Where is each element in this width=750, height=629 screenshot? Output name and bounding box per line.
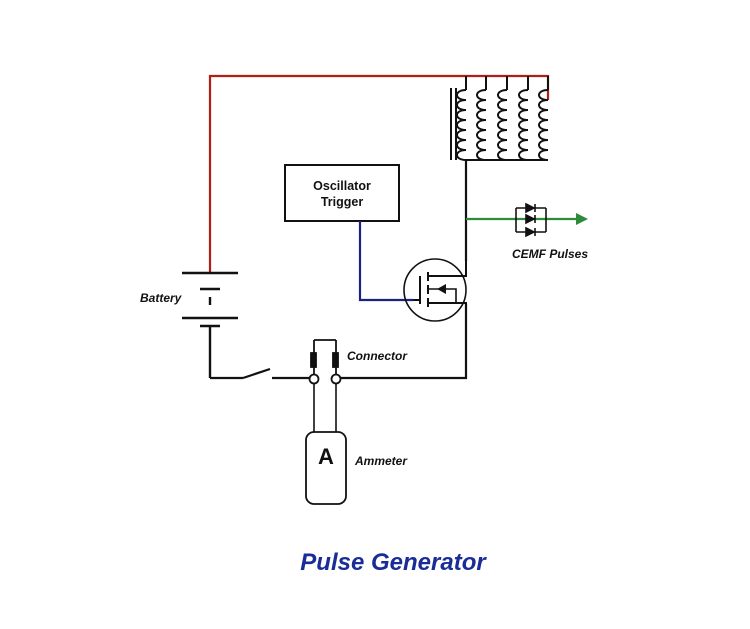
ammeter-icon: A xyxy=(305,431,347,505)
ammeter-leads xyxy=(313,384,337,432)
page-title: Pulse Generator xyxy=(300,549,487,576)
coil-icon xyxy=(450,76,549,161)
oscillator-label-line1: Oscillator xyxy=(313,179,371,193)
arrow-icon xyxy=(576,213,588,225)
cemf-output-wire xyxy=(466,213,588,225)
cemf-pulses-label: CEMF Pulses xyxy=(512,247,588,261)
trigger-wire xyxy=(358,221,413,302)
source-wire xyxy=(340,304,468,380)
ammeter-label: Ammeter xyxy=(354,454,408,468)
connector-label: Connector xyxy=(347,349,408,363)
mosfet-icon xyxy=(403,258,467,322)
oscillator-trigger-box: Oscillator Trigger xyxy=(284,164,400,222)
battery-icon xyxy=(182,271,238,378)
battery-label: Battery xyxy=(140,291,183,305)
oscillator-label-line2: Trigger xyxy=(321,195,364,209)
diode-icon xyxy=(515,202,547,238)
switch-icon xyxy=(210,367,311,380)
connector-icon xyxy=(308,339,342,385)
ammeter-symbol: A xyxy=(318,444,334,469)
